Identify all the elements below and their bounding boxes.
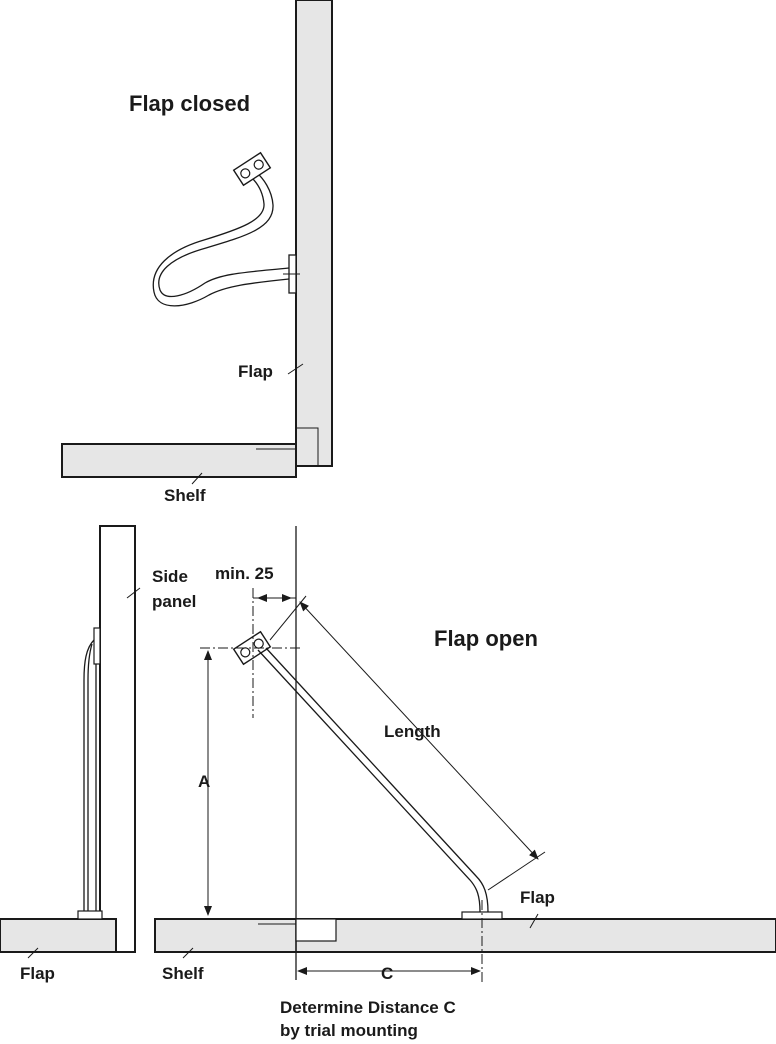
closed-top-fitting: [232, 151, 272, 187]
label-flap-open: Flap: [520, 888, 555, 907]
label-c: C: [381, 964, 393, 983]
folded-stay: [77, 627, 103, 920]
label-shelf-top: Shelf: [164, 486, 206, 505]
closed-hinge-notch: [296, 427, 319, 466]
label-shelf-bottom: Shelf: [162, 964, 204, 983]
open-stay-arm: [257, 649, 481, 913]
label-a: A: [198, 772, 210, 791]
open-flap-left: [0, 918, 117, 953]
note-line1: Determine Distance C: [280, 998, 456, 1017]
label-side-line1: Side: [152, 567, 188, 586]
title-flap-open: Flap open: [434, 626, 538, 651]
label-flap-closed: Flap: [238, 362, 273, 381]
label-flap-left: Flap: [20, 964, 55, 983]
open-top-fitting: [232, 630, 272, 666]
label-length: Length: [384, 722, 441, 741]
flap-open-view: Flap open Side panel min. 25 Length A Fl…: [0, 525, 776, 1040]
open-hinge-notch: [295, 918, 337, 942]
note-line2: by trial mounting: [280, 1021, 418, 1040]
title-flap-closed: Flap closed: [129, 91, 250, 116]
closed-flap-panel: [295, 0, 333, 467]
dimension-length: [299, 601, 539, 860]
label-side-line2: panel: [152, 592, 196, 611]
label-min: min. 25: [215, 564, 274, 583]
closed-stay-arm: [158, 171, 290, 298]
flap-closed-view: Flap closed Flap Shelf: [61, 0, 333, 505]
open-shelf: [154, 918, 776, 953]
